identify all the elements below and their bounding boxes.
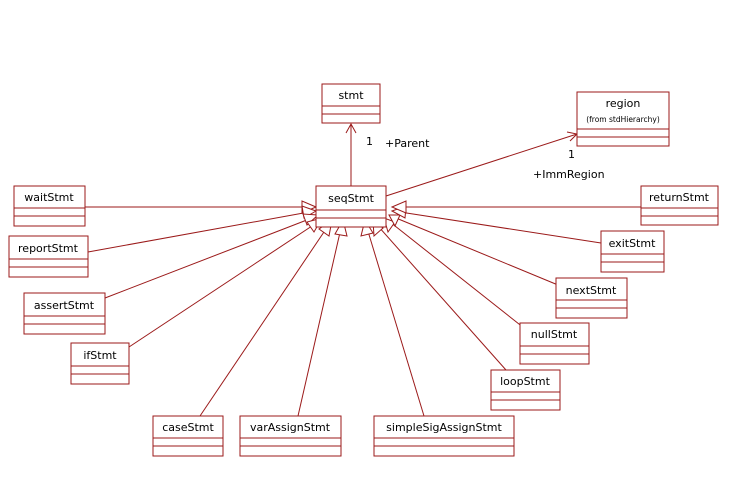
- class-name-waitStmt: waitStmt: [24, 191, 74, 204]
- class-varAssignStmt[interactable]: varAssignStmt: [239, 415, 342, 457]
- class-name-exitStmt: exitStmt: [609, 237, 656, 250]
- class-name-returnStmt: returnStmt: [649, 191, 710, 204]
- class-stmt[interactable]: stmt: [321, 83, 381, 124]
- class-seqStmt[interactable]: seqStmt: [315, 185, 387, 228]
- imm-region-role: +ImmRegion: [533, 168, 605, 181]
- class-stereotype-region: (from stdHierarchy): [586, 115, 660, 124]
- class-loopStmt[interactable]: loopStmt: [490, 369, 561, 411]
- generalization-simpleSigAssignStmt: [366, 227, 425, 417]
- generalization-reportStmt: [87, 211, 310, 253]
- class-nullStmt[interactable]: nullStmt: [519, 322, 590, 365]
- class-name-region: region: [606, 97, 641, 110]
- class-name-varAssignStmt: varAssignStmt: [250, 421, 331, 434]
- generalization-ifStmt: [128, 221, 319, 348]
- association-imm-region: 1 +ImmRegion: [385, 131, 605, 197]
- generalization-loopStmt: [377, 225, 507, 371]
- class-region[interactable]: region (from stdHierarchy): [576, 91, 670, 147]
- class-name-caseStmt: caseStmt: [162, 421, 214, 434]
- generalization-assertStmt: [104, 217, 313, 299]
- generalization-exitStmt: [399, 211, 602, 244]
- open-arrow-head-parent: [345, 122, 357, 134]
- parent-multiplicity: 1: [366, 135, 373, 148]
- parent-role: +Parent: [385, 137, 430, 150]
- class-name-nextStmt: nextStmt: [566, 284, 617, 297]
- class-reportStmt[interactable]: reportStmt: [8, 235, 89, 278]
- class-caseStmt[interactable]: caseStmt: [152, 415, 224, 457]
- generalization-nextStmt: [395, 217, 559, 286]
- class-name-loopStmt: loopStmt: [500, 375, 551, 388]
- class-returnStmt[interactable]: returnStmt: [640, 185, 719, 226]
- association-parent: 1 +Parent: [345, 122, 430, 186]
- class-ifStmt[interactable]: ifStmt: [70, 342, 130, 385]
- class-assertStmt[interactable]: assertStmt: [23, 292, 106, 335]
- class-name-stmt: stmt: [338, 89, 364, 102]
- imm-region-multiplicity: 1: [568, 148, 575, 161]
- generalization-varAssignStmt: [297, 227, 342, 417]
- class-exitStmt[interactable]: exitStmt: [600, 230, 665, 273]
- triangle-head-returnStmt: [390, 200, 407, 214]
- class-name-reportStmt: reportStmt: [18, 242, 79, 255]
- class-name-seqStmt: seqStmt: [328, 192, 374, 205]
- class-name-nullStmt: nullStmt: [531, 328, 578, 341]
- class-name-assertStmt: assertStmt: [34, 299, 95, 312]
- triangle-head-nextStmt: [388, 214, 401, 228]
- class-waitStmt[interactable]: waitStmt: [13, 185, 86, 227]
- generalization-nullStmt: [389, 221, 525, 329]
- class-simpleSigAssignStmt[interactable]: simpleSigAssignStmt: [373, 415, 515, 457]
- class-nextStmt[interactable]: nextStmt: [555, 277, 628, 319]
- class-name-ifStmt: ifStmt: [83, 349, 117, 362]
- class-name-simpleSigAssignStmt: simpleSigAssignStmt: [386, 421, 502, 434]
- generalization-lines: [85, 206, 641, 417]
- generalization-caseStmt: [199, 225, 329, 417]
